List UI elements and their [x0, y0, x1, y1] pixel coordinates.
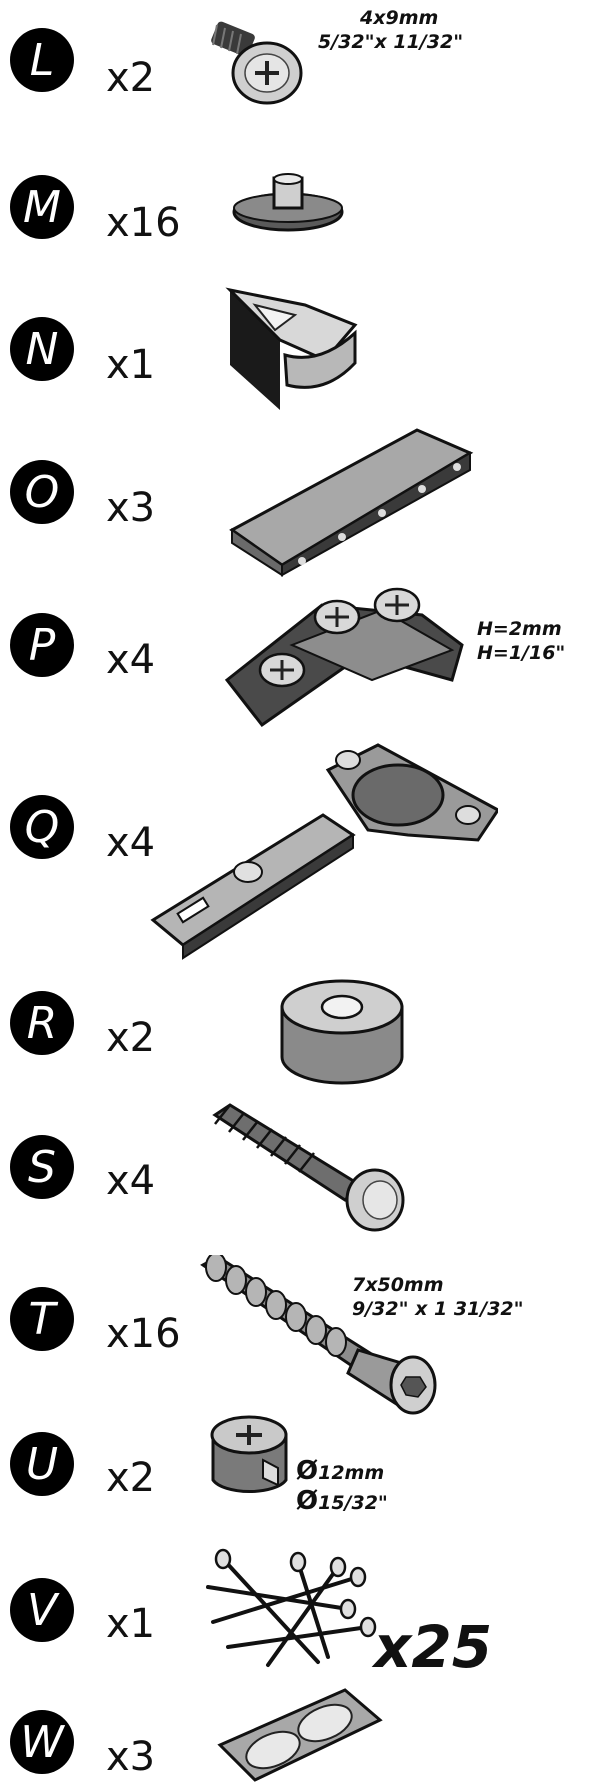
part-spec: 4x9mm 5/32"x 11/32": [318, 7, 464, 53]
spacer-ring-icon: [280, 979, 404, 1085]
part-quantity: x16: [106, 200, 181, 246]
part-quantity: x16: [106, 1311, 181, 1357]
part-letter-badge: N: [10, 317, 74, 381]
part-quantity: x2: [106, 55, 156, 101]
part-row-N: N x1: [0, 285, 597, 425]
part-quantity: x3: [106, 485, 156, 531]
part-quantity: x3: [106, 1734, 156, 1780]
nails-icon: [206, 1548, 377, 1667]
shelf-support-pin-icon: [232, 173, 344, 232]
part-letter-badge: P: [10, 613, 74, 677]
door-stop-clip-icon: [225, 287, 358, 410]
part-row-S: S x4: [0, 1100, 597, 1250]
part-row-V: V x1 x25: [0, 1545, 597, 1685]
part-row-T: T x16 7x50mm 9/32" x 1 31/32": [0, 1255, 597, 1415]
part-quantity: x4: [106, 1158, 156, 1204]
wall-anchor-plug-icon: [212, 1103, 405, 1232]
part-letter-badge: U: [10, 1432, 74, 1496]
part-letter-badge: L: [10, 28, 74, 92]
part-row-R: R x2: [0, 975, 597, 1105]
part-letter-badge: V: [10, 1578, 74, 1642]
confirmat-screw-icon: [200, 1255, 437, 1415]
part-letter-badge: R: [10, 991, 74, 1055]
cam-lock-icon: [210, 1415, 288, 1494]
flat-head-screw-icon: [211, 21, 303, 105]
hinge-mounting-plate-icon: [224, 587, 464, 728]
part-letter-badge: T: [10, 1287, 74, 1351]
part-row-M: M x16: [0, 145, 597, 275]
part-row-Q: Q x4: [0, 740, 597, 965]
part-letter-badge: S: [10, 1135, 74, 1199]
part-letter-badge: M: [10, 175, 74, 239]
part-letter-badge: Q: [10, 795, 74, 859]
part-quantity: x2: [106, 1015, 156, 1061]
nail-bundle-quantity: x25: [374, 1613, 493, 1681]
felt-pad-sheet-icon: [217, 1688, 383, 1782]
part-row-U: U x2 Ø12mm Ø15/32": [0, 1405, 597, 1525]
part-spec: 7x50mm 9/32" x 1 31/32": [352, 1274, 524, 1320]
part-row-W: W x3: [0, 1680, 597, 1786]
part-row-P: P x4 H=2mm H=1/16": [0, 585, 597, 740]
part-spec: H=2mm H=1/16": [477, 618, 566, 664]
part-row-O: O x3: [0, 425, 597, 585]
rail-bar-icon: [229, 428, 474, 577]
cabinet-hinge-icon: [150, 743, 498, 960]
part-quantity: x4: [106, 637, 156, 683]
part-quantity: x2: [106, 1455, 156, 1501]
part-quantity: x4: [106, 820, 156, 866]
part-row-L: L x2 4x9mm 5/32"x 11/32": [0, 0, 597, 130]
part-letter-badge: W: [10, 1710, 74, 1774]
part-letter-badge: O: [10, 460, 74, 524]
part-quantity: x1: [106, 1601, 156, 1647]
part-quantity: x1: [106, 342, 156, 388]
part-spec: Ø12mm Ø15/32": [296, 1456, 388, 1516]
